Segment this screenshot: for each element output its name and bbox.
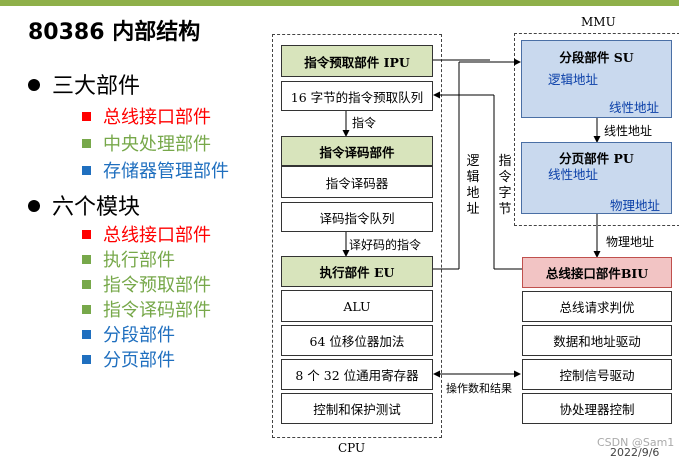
watermark: CSDN @Sam1 (597, 436, 675, 449)
operands-arrow-label: 操作数和结果 (446, 382, 512, 395)
top-accent-bar (0, 0, 679, 6)
bus-arbitration-label: 总线请求判优 (559, 300, 635, 315)
prefetch-queue-label: 16 字节的指令预取队列 (290, 89, 424, 105)
list-item-label: 存储器管理部件 (103, 161, 229, 182)
coprocessor-control-box: 协处理器控制 (522, 393, 672, 424)
eu-title: 执行部件 EU (319, 265, 395, 280)
list-item: 总线接口部件 (82, 103, 211, 129)
list-item: 存储器管理部件 (82, 157, 229, 183)
ipu-title: 指令预取部件 IPU (304, 54, 410, 70)
bullet-square (82, 329, 91, 339)
list-item-label: 指令预取部件 (103, 275, 211, 296)
decoded-queue-box: 译码指令队列 (281, 202, 433, 232)
control-protection-box: 控制和保护测试 (281, 393, 433, 424)
bullet-square (82, 111, 91, 121)
bullet-square (82, 279, 91, 289)
slide-date: 2022/9/6 (610, 446, 660, 459)
list-item: 指令译码部件 (82, 296, 211, 322)
list-item: 指令预取部件 (82, 271, 211, 297)
list-item-label: 分页部件 (103, 350, 175, 371)
idu-title-box: 指令译码部件 (281, 136, 433, 166)
bullet-dot (28, 200, 40, 212)
instruction-arrow-label: 指令 (352, 116, 377, 130)
instruction-bytes-vertical-label: 指令字节 (498, 154, 512, 217)
registers-label: 8 个 32 位通用寄存器 (295, 368, 419, 383)
list-item: 执行部件 (82, 246, 175, 272)
decoder-label: 指令译码器 (325, 175, 389, 191)
control-signal-driver-box: 控制信号驱动 (522, 359, 672, 390)
cpu-label: CPU (338, 441, 366, 455)
pu-box: 分页部件 PU 线性地址 物理地址 (521, 142, 672, 214)
su-logic-address: 逻辑地址 (548, 72, 599, 87)
logic-address-vertical-label: 逻辑地址 (466, 154, 480, 217)
bullet-square (82, 165, 91, 175)
list-item: 中央处理部件 (82, 130, 211, 156)
coprocessor-control-label: 协处理器控制 (559, 402, 635, 417)
bullet-square (82, 229, 91, 239)
biu-title: 总线接口部件BIU (545, 266, 649, 281)
alu-label: ALU (343, 298, 371, 314)
list-item: 分段部件 (82, 321, 175, 347)
pu-linear-address: 线性地址 (548, 167, 599, 182)
shifter-adder-label: 64 位移位器加法 (309, 334, 405, 349)
list-item-label: 执行部件 (103, 250, 175, 271)
group-label: 三大部件 (52, 74, 141, 99)
list-item-label: 指令译码部件 (103, 300, 211, 321)
bullet-square (82, 304, 91, 314)
registers-box: 8 个 32 位通用寄存器 (281, 359, 433, 390)
mmu-label: MMU (581, 15, 616, 29)
bus-arbitration-box: 总线请求判优 (522, 291, 672, 322)
pu-physical-address: 物理地址 (610, 198, 661, 213)
decoder-box: 指令译码器 (281, 166, 433, 198)
list-item: 分页部件 (82, 346, 175, 372)
data-address-driver-box: 数据和地址驱动 (522, 325, 672, 356)
bullet-square (82, 138, 91, 148)
control-protection-label: 控制和保护测试 (313, 402, 401, 417)
list-item-label: 中央处理部件 (103, 134, 211, 155)
bullet-square (82, 254, 91, 264)
group-heading-three-parts: 三大部件 (28, 68, 140, 100)
physical-address-arrow-label: 物理地址 (606, 235, 655, 249)
alu-box: ALU (281, 290, 433, 322)
list-item-label: 总线接口部件 (103, 225, 211, 246)
list-item: 总线接口部件 (82, 221, 211, 247)
group-label: 六个模块 (52, 195, 141, 220)
biu-title-box: 总线接口部件BIU (522, 257, 672, 288)
su-box: 分段部件 SU 逻辑地址 线性地址 (521, 40, 672, 118)
data-address-driver-label: 数据和地址驱动 (553, 334, 641, 349)
ipu-title-box: 指令预取部件 IPU (281, 45, 433, 77)
bullet-dot (28, 79, 40, 91)
list-item-label: 分段部件 (103, 325, 175, 346)
list-item-label: 总线接口部件 (103, 107, 211, 128)
linear-address-arrow-label: 线性地址 (604, 124, 653, 138)
shifter-adder-box: 64 位移位器加法 (281, 325, 433, 356)
su-title: 分段部件 SU (559, 50, 634, 65)
prefetch-queue-box: 16 字节的指令预取队列 (281, 81, 433, 111)
su-linear-address: 线性地址 (609, 100, 660, 115)
pu-title: 分页部件 PU (559, 151, 634, 166)
control-signal-driver-label: 控制信号驱动 (559, 368, 635, 383)
decoded-instruction-arrow-label: 译好码的指令 (349, 238, 422, 252)
slide-title: 80386 内部结构 (28, 20, 201, 45)
cpu-region (272, 34, 442, 438)
group-heading-six-modules: 六个模块 (28, 189, 140, 221)
idu-title: 指令译码部件 (319, 144, 395, 160)
bullet-square (82, 354, 91, 364)
eu-title-box: 执行部件 EU (281, 256, 433, 287)
decoded-queue-label: 译码指令队列 (319, 210, 395, 226)
